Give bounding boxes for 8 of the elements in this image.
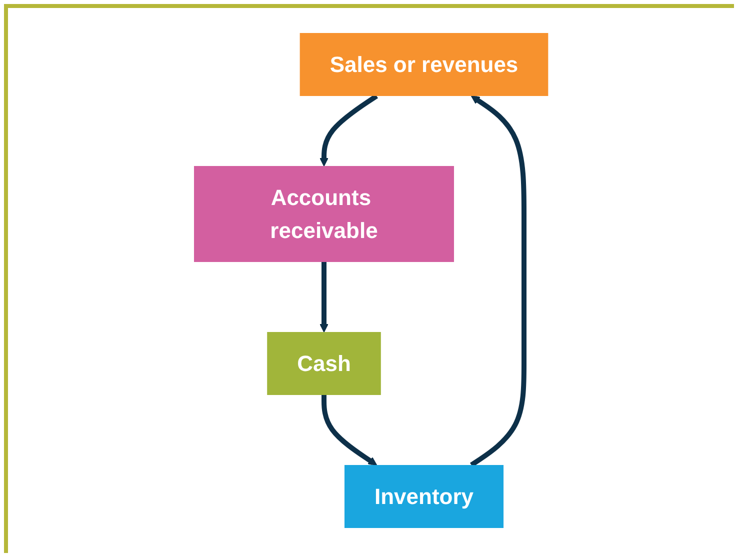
- node-box: Inventory: [344, 465, 504, 528]
- arrow: [320, 262, 328, 332]
- node-box: Accounts receivable: [194, 166, 454, 262]
- node-box: Cash: [267, 332, 381, 395]
- node-box: Sales or revenues: [300, 33, 548, 96]
- arrow: [470, 96, 526, 468]
- arrow: [320, 94, 378, 166]
- arrow: [321, 395, 377, 466]
